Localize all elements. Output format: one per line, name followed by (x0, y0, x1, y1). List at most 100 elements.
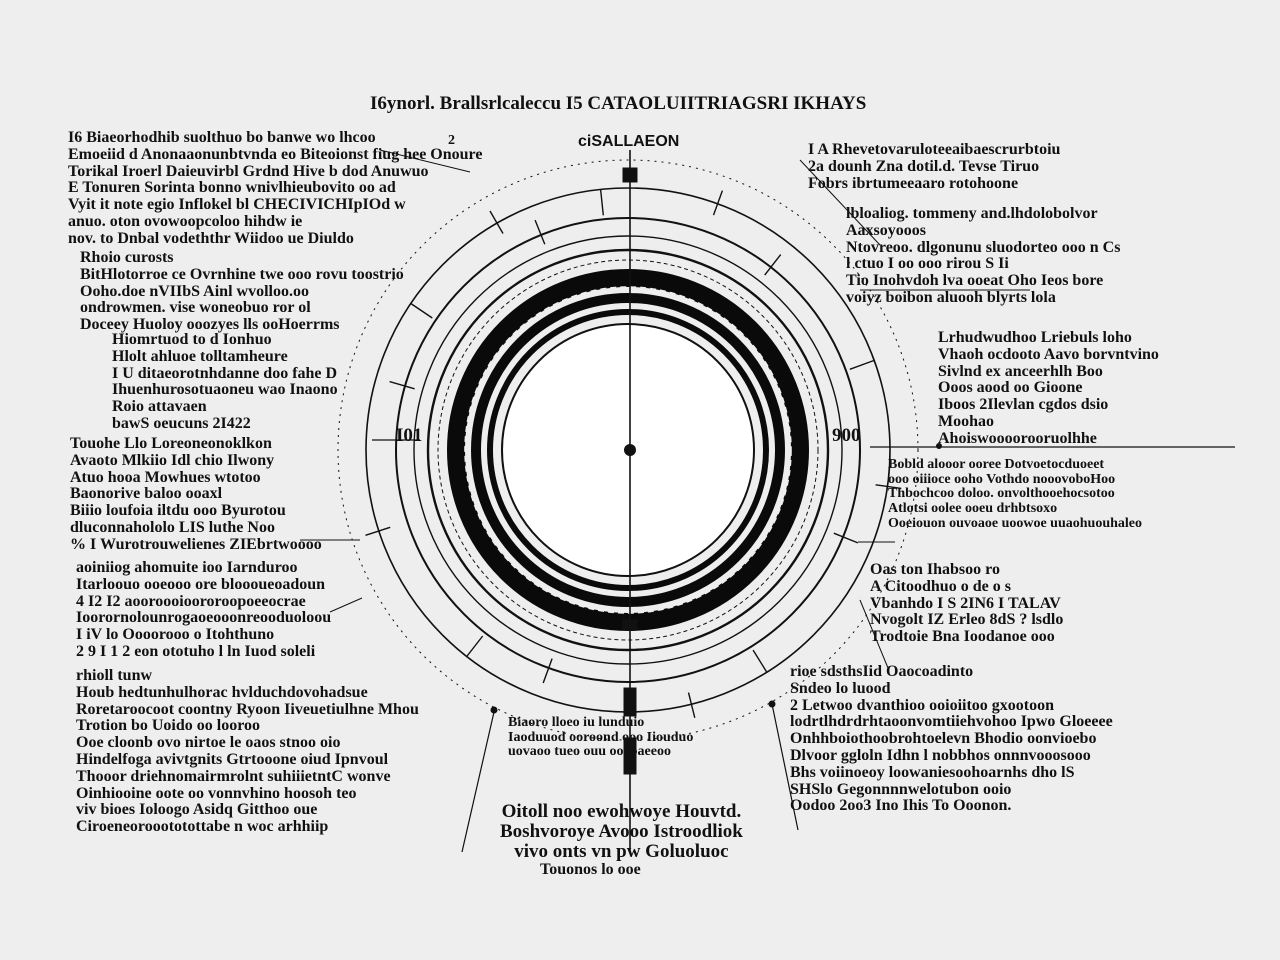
label-line: Trodtoie Bna Ioodanoe ooo (870, 628, 1055, 646)
radial-tick (466, 635, 484, 657)
label-line: voiyz boibon aluooh blyrts lola (846, 288, 1056, 306)
label-line: Emoeiid d Anonaaonunbtvnda eo Biteoionst… (68, 145, 483, 163)
radial-tick (752, 649, 768, 673)
radial-tick (389, 380, 415, 390)
label-group-inner-bottom: Biaoro lloeo iu lunduio Iaoduuod ooroond… (508, 715, 693, 760)
radial-tick (534, 219, 546, 245)
label-group-right-1: I A Rhevetovaruloteeaibaescrurbtoiu 2a d… (808, 141, 1061, 192)
band-inner (487, 309, 769, 591)
label-line: viv bioes Ioloogo Asidq Gitthoo oue (76, 801, 318, 819)
radial-tick (875, 484, 902, 490)
label-line: Torikal Iroerl Daieuvirbl Grdnd Hive b d… (68, 162, 429, 180)
leader-node-right (768, 700, 776, 708)
label-line: Onhhboiothoobrohtoelevn Bhodio oonvioebo (790, 730, 1097, 748)
tick-label-right: 900 (832, 425, 861, 446)
label-line: rhioll tunw (76, 667, 153, 684)
label-line: Roio attavaen (112, 398, 207, 416)
label-line: Iboos 2Ilevlan cgdos dsio (938, 396, 1109, 414)
label-group-right-5: Oas ton Ihabsoo ro A Citoodhuo o de o s … (870, 561, 1063, 646)
vertical-marker-1 (622, 167, 638, 183)
label-line: lbloaliog. tommeny and.lhdolobolvor (846, 205, 1098, 222)
vertical-marker-3 (623, 687, 637, 717)
label-line: Boshvoroye Avooo Istroodliok (500, 820, 743, 842)
label-line: BitHlotorroe ce Ovrnhine twe ooo rovu to… (80, 265, 404, 283)
label-line: A Citoodhuo o de o s (870, 577, 1011, 595)
leader-left-low (329, 597, 363, 613)
label-line: Baonorive baloo ooaxl (70, 485, 223, 503)
label-line: Ioorornolounrogaoeooonreooduoloou (76, 609, 332, 627)
label-group-right-2: lbloaliog. tommeny and.lhdolobolvor Aaxs… (846, 205, 1121, 307)
label-line: ooo oiiioce ooho Vothdo nooovoboHoo (888, 471, 1116, 487)
label-line: Vyit it note egio Inflokel bl CHECIVICHI… (68, 196, 406, 214)
label-line: Aaxsoyooos (846, 221, 927, 239)
label-line: uovaoo tueo ouu ooooaeeoo (508, 744, 671, 760)
label-line: 2a dounh Zna dotil.d. Tevse Tiruo (808, 157, 1040, 175)
bottom-right-leader (771, 703, 799, 831)
bottom-caption: Touonos lo ooe (540, 861, 641, 878)
label-line: Sndeo lo luood (790, 679, 891, 697)
label-line: 2 Letwoo dvanthioo ooioiitoo gxootoon (790, 696, 1055, 714)
label-line: Moohao (938, 412, 994, 430)
label-line: Oodoo 2oo3 Ino Ihis To Ooonon. (790, 797, 1012, 815)
tick-label-left: I01 (396, 425, 423, 446)
label-group-bottom-center: Oitoll noo ewohwoye Houvtd. Boshvoroye A… (500, 802, 743, 862)
leader-top-right (799, 159, 881, 246)
ring-1-dashed (437, 259, 819, 641)
label-line: vivo onts vn pw Goluoluoc (514, 840, 729, 862)
label-line: Ntovreoo. dlgonunu sluodorteo ooo n Cs (846, 238, 1121, 256)
radial-tick (542, 658, 553, 684)
radial-tick (599, 189, 604, 216)
leader-node-left (490, 706, 498, 714)
diagram-title: I6ynorl. Brallsrlcaleccu I5 CATAOLUIITRI… (370, 93, 867, 114)
label-line: Hlolt ahluoe tolltamheure (112, 347, 288, 365)
label-line: Vhaoh ocdooto Aavo borvntvino (938, 345, 1159, 363)
label-line: 4 I2 I2 aooroooioororoopoeeocrae (76, 592, 306, 610)
label-line: Houb hedtunhulhorac hvlduchdovohadsue (76, 683, 368, 701)
axis-lines (300, 149, 1235, 853)
label-line: I6 Biaeorhodhib suolthuo bo banwe wo lhc… (68, 129, 376, 146)
label-line: Itarloouo ooeooo ore bloooueoadoun (76, 575, 326, 593)
label-line: aoiniiog ahomuite ioo Iarnduroo (76, 559, 298, 576)
label-line: I A Rhevetovaruloteeaibaescrurbtoiu (808, 141, 1061, 158)
radial-tick (687, 692, 696, 718)
label-line: lodrtlhdrdrhtaoonvomtiiehvohoo Ipwo Gloe… (790, 713, 1113, 731)
vertical-marker-4 (623, 737, 637, 775)
label-line: dluconnahololo LIS luthe Noo (70, 518, 275, 536)
label-line: I iV lo Oooorooo o Itohthuno (76, 626, 275, 644)
label-line: I U ditaeorotnhdanne doo fahe D (112, 364, 338, 382)
label-group-left-3: Hiomrtuod to d Ionhuo Hlolt ahluoe tollt… (112, 331, 338, 433)
vertical-marker-2 (622, 619, 638, 631)
label-line: Touohe Llo Loreoneonoklkon (70, 435, 272, 452)
label-group-left-6: rhioll tunw Houb hedtunhulhorac hvlduchd… (76, 667, 419, 836)
radial-tick (410, 302, 433, 319)
label-line: Fobrs ibrtumeeaaro rotohoone (808, 174, 1019, 192)
label-line: Tio Inohvdoh lva ooeat Oho Ieos bore (846, 272, 1104, 290)
label-line: Ooe cloonb ovo nirtoe le oaos stnoo oio (76, 734, 341, 752)
label-line: Atlotsi oolee ooeu drhbtsoxo (888, 501, 1058, 517)
band-mid (471, 293, 785, 607)
label-line: l ctuo I oo ooo rirou S Ii (846, 255, 1009, 273)
label-line: ondrowmen. vise woneobuo ror ol (80, 299, 311, 317)
label-line: Oas ton Ihabsoo ro (870, 561, 1000, 578)
label-line: SHSlo Gegonnnnwelotubon ooio (790, 780, 1012, 798)
label-line: bawS oeucuns 2I422 (112, 414, 251, 432)
ring-3 (413, 235, 843, 665)
label-group-right-3: Lrhudwudhoo Lriebuls loho Vhaoh ocdooto … (938, 329, 1159, 448)
bottom-left-leader (461, 711, 495, 853)
center-dot (624, 444, 636, 456)
label-group-right-4: Bobld alooor ooree Dotvoetocduoeet ooo o… (888, 457, 1142, 531)
label-line: Bobld alooor ooree Dotvoetocduoeet (888, 457, 1105, 472)
label-line: E Tonuren Sorinta bonno wnivlhieubovito … (68, 179, 396, 197)
leader-bottom-right (859, 599, 889, 669)
ring-2 (426, 248, 830, 652)
label-group-left-5: aoiniiog ahomuite ioo Iarnduroo Itarloou… (76, 559, 332, 661)
label-line: Vbanhdo I S 2IN6 I TALAV (870, 594, 1061, 612)
label-line: Ooeiouon ouvoaoe uoowoe uuaohuouhaleo (888, 515, 1142, 531)
radial-tick (365, 526, 391, 536)
label-line: Hindelfoga avivtgnits Gtrtooone oiud Ipn… (76, 750, 389, 768)
radial-tick (833, 532, 859, 544)
label-line: nov. to Dnbal vodeththr Wiidoo ue Diuldo (68, 229, 354, 247)
label-line: 2 9 I 1 2 eon ototuho l ln Iuod soleli (76, 642, 316, 660)
